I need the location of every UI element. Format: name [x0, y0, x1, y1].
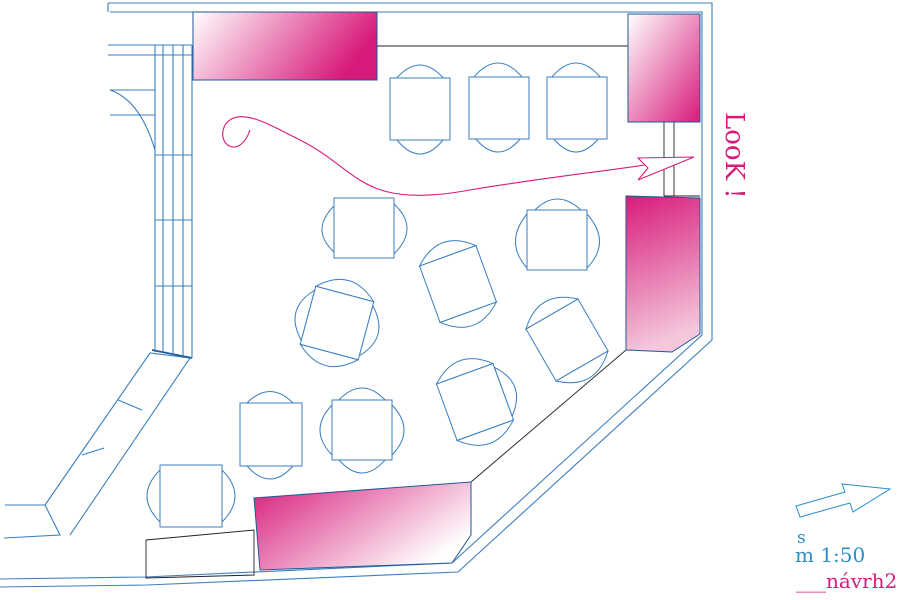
right-bench	[625, 195, 701, 353]
table-mid-left	[321, 197, 408, 259]
variant-label: ___návrh2	[796, 569, 897, 593]
scale-prefix: s	[797, 528, 806, 548]
pink-furniture	[192, 11, 701, 571]
table-top-1	[389, 64, 451, 155]
table-left-rotated	[294, 278, 380, 368]
outer-walls	[0, 2, 713, 588]
table-lower-left	[239, 391, 303, 480]
scale-label: m 1:50	[795, 543, 865, 567]
table-top-2	[468, 62, 530, 153]
table-mid-rotated	[418, 240, 498, 328]
scale-arrow-icon	[795, 483, 892, 518]
table-bottom-left	[146, 464, 236, 528]
tables	[146, 62, 609, 528]
right-top-cabinet	[627, 13, 701, 123]
bottom-bench	[253, 481, 472, 571]
table-right-upper	[515, 198, 600, 271]
top-counter	[192, 11, 378, 81]
table-top-3	[546, 62, 608, 153]
table-center-lower	[435, 358, 518, 446]
table-lower-mid	[319, 387, 405, 474]
look-annotation: LooK !	[719, 112, 749, 199]
left-column-strip	[108, 44, 193, 358]
table-right-mid	[525, 296, 609, 384]
flow-arrow	[222, 116, 695, 196]
